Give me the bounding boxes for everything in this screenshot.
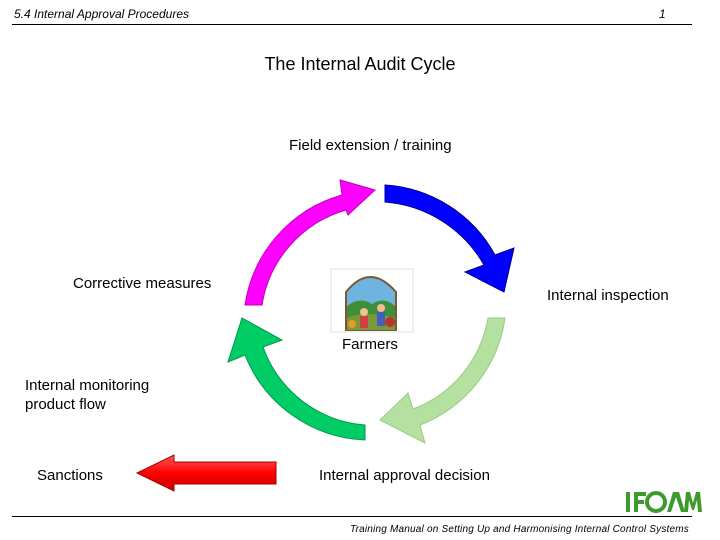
page-number: 1 [659,7,666,21]
footer-text: Training Manual on Setting Up and Harmon… [350,524,689,535]
label-internal-approval-decision: Internal approval decision [319,467,490,484]
footer-rule [12,516,692,517]
sanctions-arrow [135,454,277,492]
header-section-title: 5.4 Internal Approval Procedures [14,7,189,21]
label-sanctions: Sanctions [37,467,103,484]
label-field-extension: Field extension / training [289,137,452,154]
arrow-field-extension-to-inspection [384,184,515,293]
arrow-inspection-to-approval [379,317,506,444]
header-rule [12,24,692,25]
farmers-illustration-icon [330,268,414,333]
arrow-corrective-to-field-extension [244,179,376,306]
label-corrective-measures: Corrective measures [73,275,212,292]
arrow-approval-to-corrective [227,317,366,441]
label-internal-inspection: Internal inspection [547,287,669,304]
label-internal-monitoring: Internal monitoring [25,377,150,394]
ifoam-logo-icon [626,491,702,513]
label-farmers: Farmers [342,336,398,353]
label-product-flow: product flow [25,396,106,413]
page-title: The Internal Audit Cycle [264,54,456,74]
